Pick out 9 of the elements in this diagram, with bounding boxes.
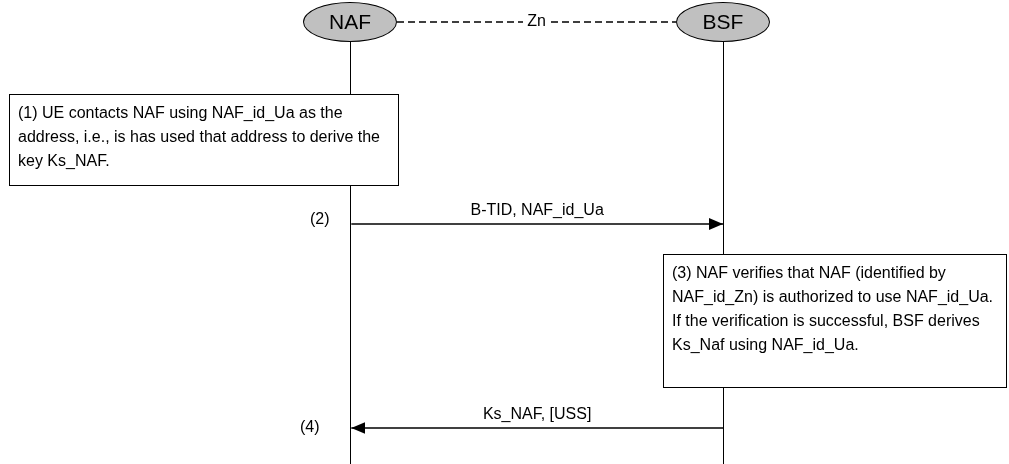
- entity-ellipse: NAF: [303, 2, 397, 42]
- arrow: [350, 422, 724, 434]
- step-number: (4): [300, 418, 320, 436]
- note-box: (1) UE contacts NAF using NAF_id_Ua as the address, i.e., is has used that address to derive the key Ks_NAF.: [9, 94, 399, 186]
- note-box: (3) NAF verifies that NAF (identified by NAF_id_Zn) is authorized to use NAF_id_Ua. If the verification is successful, BSF derives Ks_Naf using NAF_id_Ua.: [663, 254, 1007, 388]
- dashed-line: [396, 21, 677, 23]
- step-number: (2): [310, 210, 330, 228]
- entity-ellipse: BSF: [676, 2, 770, 42]
- arrow: [350, 218, 724, 230]
